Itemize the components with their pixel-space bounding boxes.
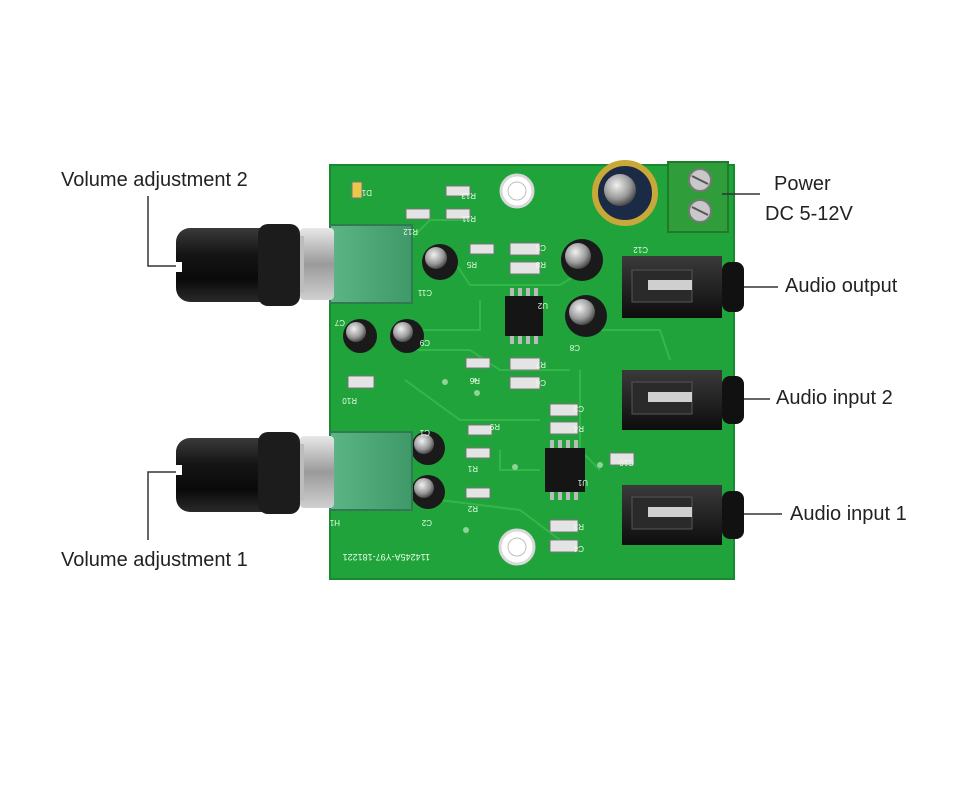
callout-volume-adjustment-1: Volume adjustment 1	[61, 549, 248, 571]
component-label: C1	[419, 428, 430, 437]
component-label: C3	[573, 404, 584, 413]
component-label: C6	[535, 378, 546, 387]
component-label: R2	[467, 504, 478, 513]
ic-u1	[545, 440, 585, 500]
component-label: R12	[403, 227, 418, 236]
callout-audio-input-1: Audio input 1	[790, 503, 907, 525]
mounting-hole-top	[499, 173, 535, 209]
component-label: R11	[461, 214, 476, 223]
volume-knob-2[interactable]	[176, 224, 300, 306]
callout-line-volume-1	[147, 471, 176, 540]
component-label: C10	[619, 458, 634, 467]
component-label: R4	[573, 424, 584, 433]
component-label: C12	[633, 245, 648, 254]
component-label: R8	[535, 260, 546, 269]
component-label: H1	[329, 518, 340, 527]
component-label: C9	[419, 338, 430, 347]
component-label: R9	[489, 422, 500, 431]
capacitors	[343, 160, 658, 509]
component-label: R10	[342, 396, 357, 405]
component-label: C11	[417, 288, 432, 297]
smd-components	[347, 181, 635, 553]
audio-input-2-jack	[622, 370, 744, 430]
callout-volume-adjustment-2: Volume adjustment 2	[61, 169, 248, 191]
callout-power-voltage: DC 5-12V	[765, 203, 853, 225]
callout-audio-input-2: Audio input 2	[776, 387, 893, 409]
callout-power: Power	[774, 173, 831, 195]
mounting-hole-bottom	[498, 528, 536, 566]
component-label: D1	[361, 188, 372, 197]
callout-audio-output: Audio output	[785, 275, 898, 297]
component-label: C2	[421, 518, 432, 527]
component-label: C5	[535, 243, 546, 252]
audio-input-1-jack	[622, 485, 744, 545]
audio-output-jack	[622, 256, 744, 318]
silkscreen-code: 114245A-Y97-181221	[343, 552, 430, 562]
component-label: U1	[577, 478, 588, 487]
ic-u2	[505, 288, 543, 344]
potentiometer-1	[294, 431, 413, 511]
callout-line-volume-2	[147, 196, 176, 267]
component-label: R3	[573, 522, 584, 531]
volume-knob-1[interactable]	[176, 432, 300, 514]
component-label: R7	[535, 360, 546, 369]
component-label: C8	[569, 343, 580, 352]
component-label: C4	[573, 544, 584, 553]
component-label: R13	[461, 191, 476, 200]
potentiometer-2	[294, 224, 413, 304]
component-label: R5	[466, 260, 477, 269]
component-label: R1	[467, 464, 478, 473]
component-label: U2	[537, 301, 548, 310]
component-label: R6	[469, 376, 480, 385]
power-terminal-block	[667, 161, 729, 233]
component-label: C7	[334, 318, 345, 327]
callout-lines	[147, 193, 782, 540]
